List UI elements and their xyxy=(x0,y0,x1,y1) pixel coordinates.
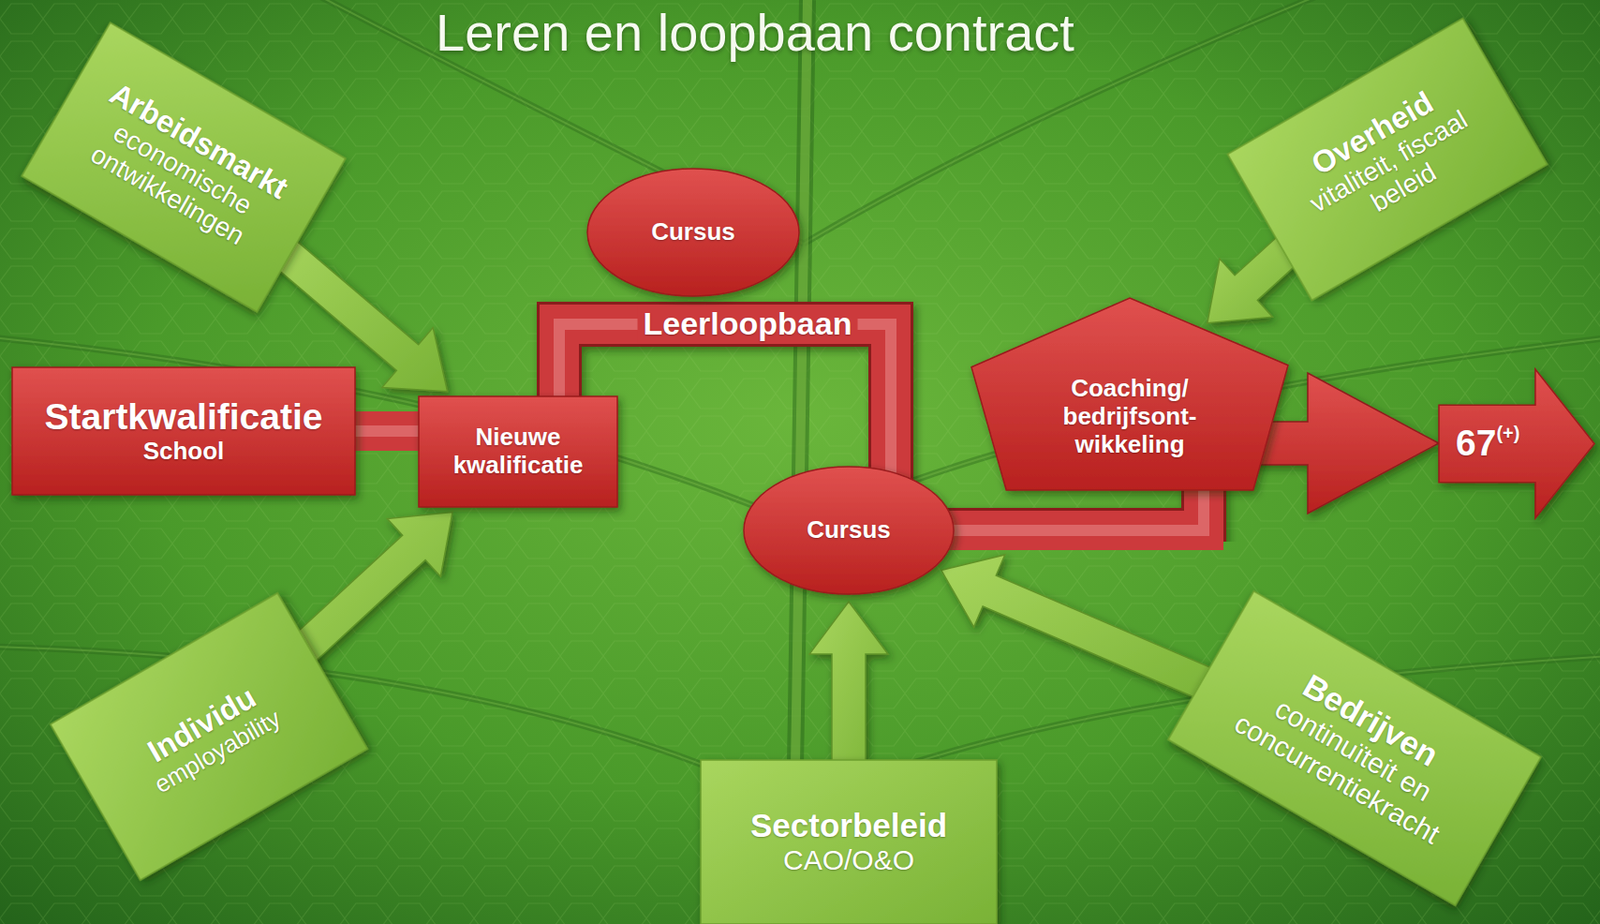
node-heading: Coaching/ bedrijfsont- wikkeling xyxy=(1036,374,1224,460)
shape-outline xyxy=(1227,18,1547,301)
node-content: Cursus xyxy=(651,218,736,247)
coaching-pentagon: Coaching/ bedrijfsont- wikkeling xyxy=(971,297,1289,490)
node-heading: Sectorbeleid xyxy=(750,806,948,845)
edge-label-box: Leerloopbaan xyxy=(637,305,859,342)
node-content: 67(+) xyxy=(1455,422,1520,465)
pipe-connector xyxy=(343,430,430,432)
node-content: Cursus xyxy=(806,516,891,545)
node-content: SectorbeleidCAO/O&O xyxy=(750,806,948,877)
node-content: StartkwalificatieSchool xyxy=(44,396,324,467)
qualification-box: StartkwalificatieSchool xyxy=(12,367,356,495)
node-heading: Nieuwe kwalificatie xyxy=(429,423,607,480)
pipe-body xyxy=(343,411,430,451)
shape-outline xyxy=(1438,369,1595,519)
shape-outline xyxy=(418,396,618,507)
node-subtext: School xyxy=(143,437,225,466)
course-ellipse: Cursus xyxy=(743,466,954,594)
node-heading: Cursus xyxy=(651,218,736,247)
green-arrow xyxy=(809,601,889,781)
influence-box: SectorbeleidCAO/O&O xyxy=(700,759,997,924)
node-heading: 67 xyxy=(1455,422,1497,465)
node-heading: Cursus xyxy=(806,516,891,545)
shape-outline xyxy=(50,592,368,880)
node-content: Nieuwe kwalificatie xyxy=(429,423,607,480)
shape-outline xyxy=(1168,590,1541,904)
influence-arrow xyxy=(809,601,889,781)
course-ellipse: Cursus xyxy=(587,168,800,297)
ellipse-outline xyxy=(743,466,954,594)
goal-arrow: 67(+) xyxy=(1438,369,1595,519)
influence-box: Arbeidsmarkteconomische ontwikkelingen xyxy=(21,22,346,312)
influence-box: Overheidvitaliteit, fiscaal beleid xyxy=(1227,18,1547,301)
shape-outline xyxy=(12,367,356,495)
pipe-edge xyxy=(343,408,430,454)
influence-box: Bedrijvencontinuïteit en concurrentiekra… xyxy=(1168,590,1541,904)
node-content: Coaching/ bedrijfsont- wikkeling xyxy=(1036,374,1224,460)
shape-outline xyxy=(700,759,997,924)
node-subtext: (+) xyxy=(1496,422,1520,445)
shape-outline xyxy=(971,297,1289,490)
node-heading: Startkwalificatie xyxy=(44,396,324,439)
ellipse-outline xyxy=(587,168,800,297)
influence-box: Individuemployability xyxy=(50,592,368,880)
node-subtext: CAO/O&O xyxy=(783,844,915,877)
title-area: Leren en loopbaan contract xyxy=(0,3,1511,62)
pipe-highlight xyxy=(343,425,430,437)
green-arrow xyxy=(941,554,1228,706)
pipe-label: Leerloopbaan xyxy=(637,305,859,342)
diagram-title: Leren en loopbaan contract xyxy=(435,3,1075,62)
shape-outline xyxy=(21,22,346,312)
qualification-box: Nieuwe kwalificatie xyxy=(418,396,618,507)
influence-arrow xyxy=(941,554,1228,706)
